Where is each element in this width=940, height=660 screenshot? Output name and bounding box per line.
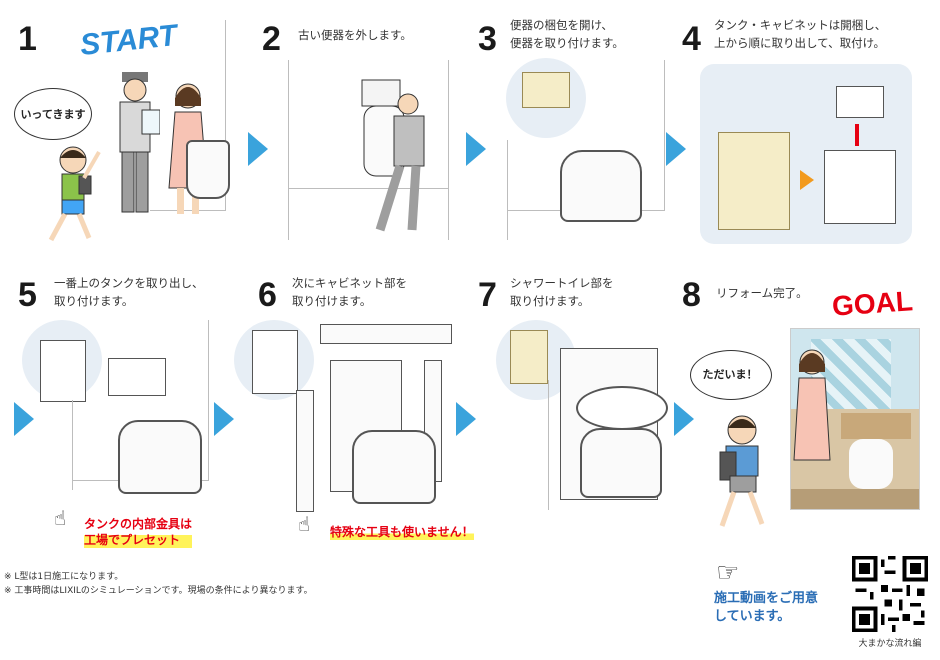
- goal-label: GOAL: [830, 285, 914, 322]
- footnote-1: ※ L型は1日施工になります。: [4, 572, 124, 582]
- arrow-6-7: [456, 402, 476, 436]
- toilet-step-7: [580, 428, 662, 498]
- child-figure-home: [708, 408, 778, 534]
- step-6-caption: 次にキャビネット部を 取り付けます。: [292, 276, 407, 308]
- arrow-2-3: [466, 132, 486, 166]
- countertop: [320, 324, 452, 344]
- cabinet-package-small: [252, 330, 298, 394]
- step-3-caption: 便器の梱包を開け、 便器を取り付けます。: [510, 18, 624, 50]
- speech-bubble-leaving-text: いってきます: [20, 108, 86, 121]
- seat-package: [510, 330, 548, 384]
- toilet-step-6: [352, 430, 436, 504]
- arrow-into-5: [14, 402, 34, 436]
- wall-line: [664, 60, 665, 210]
- wall-line: [288, 60, 289, 240]
- step-7-caption: シャワートイレ部を 取り付けます。: [510, 276, 614, 308]
- speech-bubble-leaving: [14, 88, 92, 140]
- arrow-1-2: [248, 132, 268, 166]
- child-figure: [45, 140, 105, 250]
- start-label: START: [78, 19, 179, 62]
- tank-package: [40, 340, 86, 402]
- toilet-step-5: [118, 420, 202, 494]
- tank-unit: [836, 86, 884, 118]
- step-7-number: 7: [478, 276, 497, 314]
- new-toilet-base: [560, 150, 642, 222]
- video-text: 施工動画をご用意 しています。: [714, 591, 819, 624]
- qr-code-icon: [852, 556, 928, 632]
- step-6-callout: 特殊な工具も使いません！: [330, 524, 474, 540]
- hand-icon: ☝: [54, 506, 67, 530]
- old-toilet: [186, 140, 230, 199]
- wall-line: [448, 60, 449, 240]
- step-2-caption: 古い便器を外します。: [298, 28, 412, 42]
- wall-line: [507, 140, 508, 240]
- shower-seat: [576, 386, 668, 430]
- step-8-number: 8: [682, 276, 701, 314]
- cabinet-package: [718, 132, 790, 230]
- wall-line: [225, 20, 226, 210]
- worker-figure: [110, 70, 161, 220]
- step-2-number: 2: [262, 20, 281, 58]
- side-panel: [296, 390, 314, 512]
- floor-line: [288, 188, 448, 189]
- up-arrow: [855, 124, 859, 146]
- step-6-number: 6: [258, 276, 277, 314]
- arrow-3-4: [666, 132, 686, 166]
- footnote-2: ※ 工事時間はLIXILのシミュレーションです。現場の条件により異なります。: [4, 586, 313, 596]
- step-5-callout: タンクの内部金具は 工場でプレセット: [84, 516, 193, 548]
- qr-caption: 大まかな流れ編: [858, 639, 922, 649]
- hand-icon: ☝: [298, 512, 311, 536]
- step-4-caption: タンク・キャビネットは開梱し、 上から順に取り出して、取付け。: [714, 18, 887, 50]
- tank-install: [108, 358, 166, 396]
- woman-figure-home: [788, 342, 836, 492]
- wall-line: [72, 400, 73, 490]
- step-3-number: 3: [478, 20, 497, 58]
- speech-bubble-returning-text: ただいま！: [702, 368, 758, 381]
- step-4-number: 4: [682, 20, 701, 58]
- arrow-7-8: [674, 402, 694, 436]
- pointing-hand-icon: ☞: [716, 558, 740, 588]
- floor-line: [150, 210, 226, 211]
- step-8-caption: リフォーム完了。: [716, 286, 808, 300]
- toilet-package: [522, 72, 570, 108]
- wall-line: [208, 320, 209, 480]
- speech-bubble-returning: [690, 350, 772, 400]
- step-5-number: 5: [18, 276, 37, 314]
- orange-arrow: [800, 170, 814, 190]
- worker-carrying-toilet: [350, 70, 440, 240]
- step-1-number: 1: [18, 20, 37, 58]
- step-5-caption: 一番上のタンクを取り出し、 取り付けます。: [54, 276, 204, 308]
- arrow-5-6: [214, 402, 234, 436]
- wall-line: [548, 380, 549, 510]
- cabinet-frame: [824, 150, 896, 224]
